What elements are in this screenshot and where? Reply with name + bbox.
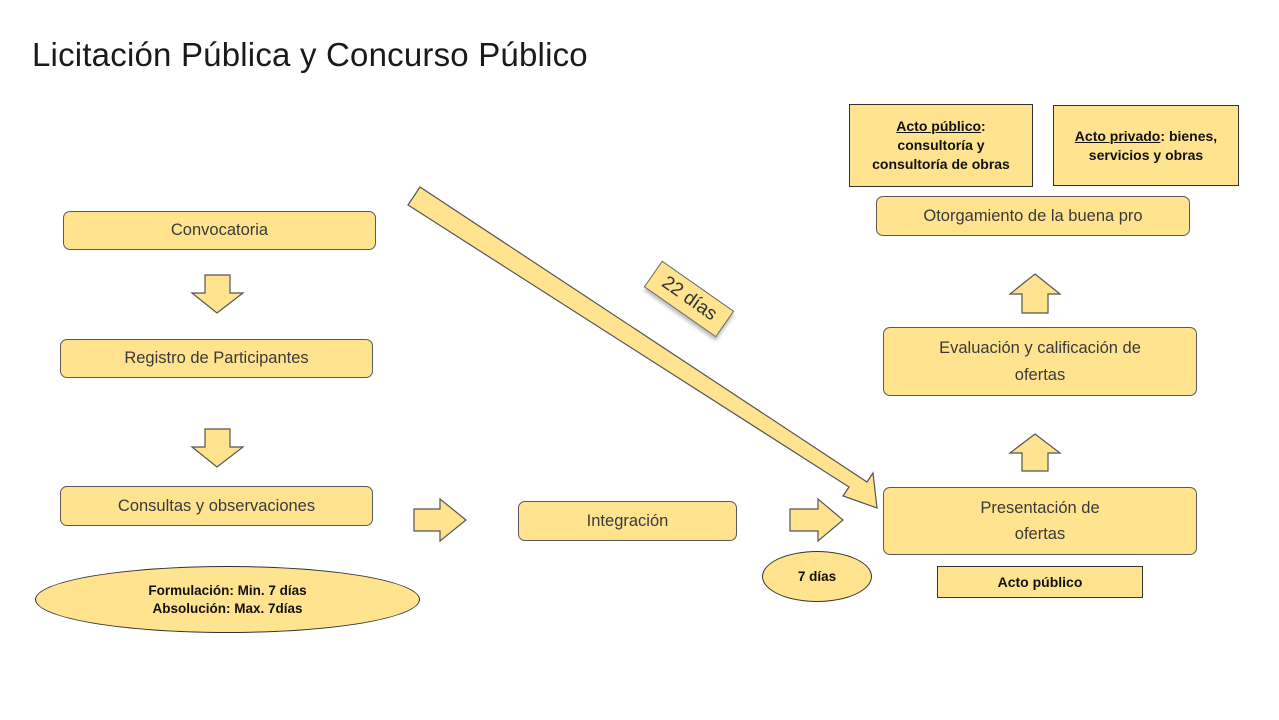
up-arrow-2 xyxy=(1008,273,1062,314)
step-consultas-label: Consultas y observaciones xyxy=(117,496,316,515)
step-convocatoria: Convocatoria xyxy=(63,211,376,250)
right-arrow-1 xyxy=(413,497,467,543)
acto-publico-note-text: Acto público: consultoría y consultoría … xyxy=(872,118,1010,172)
step-registro: Registro de Participantes xyxy=(60,339,373,378)
acto-privado-note-text: Acto privado: bienes, servicios y obras xyxy=(1074,127,1218,163)
page-title: Licitación Pública y Concurso Público xyxy=(32,36,588,73)
duration-consultas-oval: Formulación: Min. 7 días Absolución: Max… xyxy=(35,566,420,633)
down-arrow-2 xyxy=(190,428,245,468)
step-integracion-label: Integración xyxy=(586,511,669,530)
step-integracion: Integración xyxy=(518,501,737,541)
step-otorgamiento: Otorgamiento de la buena pro xyxy=(876,196,1190,236)
step-registro-label: Registro de Participantes xyxy=(124,349,309,368)
step-presentacion: Presentación de ofertas xyxy=(883,487,1197,555)
duration-22-dias-badge: 22 días xyxy=(643,260,735,338)
step-evaluacion-line1: Evaluación y calificación de xyxy=(939,339,1141,358)
step-otorgamiento-label: Otorgamiento de la buena pro xyxy=(923,206,1143,225)
diagonal-arrow xyxy=(407,186,878,509)
up-arrow-1 xyxy=(1008,433,1062,472)
step-presentacion-line1: Presentación de xyxy=(980,498,1100,517)
acto-publico-note: Acto público: consultoría y consultoría … xyxy=(849,104,1033,187)
acto-publico-note-detail: consultoría y consultoría de obras xyxy=(872,137,1010,172)
step-presentacion-line2: ofertas xyxy=(1014,525,1066,543)
acto-publico-note-label: Acto público xyxy=(896,118,982,135)
step-evaluacion-line2: ofertas xyxy=(1014,365,1066,384)
acto-privado-note-label: Acto privado xyxy=(1074,127,1161,144)
duration-7-dias-oval: 7 días xyxy=(762,551,872,602)
absolucion-text: Absolución: Max. 7días xyxy=(152,600,303,616)
right-arrow-2 xyxy=(789,497,844,543)
acto-publico-box-label: Acto público xyxy=(997,573,1083,590)
formulacion-text: Formulación: Min. 7 días xyxy=(148,582,307,598)
step-evaluacion: Evaluación y calificación de ofertas xyxy=(883,327,1197,396)
step-convocatoria-label: Convocatoria xyxy=(170,221,269,240)
siete-dias-text: 7 días xyxy=(797,568,837,584)
step-consultas: Consultas y observaciones xyxy=(60,486,373,526)
acto-privado-note-detail: bienes, servicios y obras xyxy=(1088,127,1218,163)
down-arrow-1 xyxy=(190,274,245,314)
acto-privado-note: Acto privado: bienes, servicios y obras xyxy=(1053,105,1239,186)
veintidos-dias-text: 22 días xyxy=(657,272,721,326)
acto-publico-box: Acto público xyxy=(937,566,1143,598)
